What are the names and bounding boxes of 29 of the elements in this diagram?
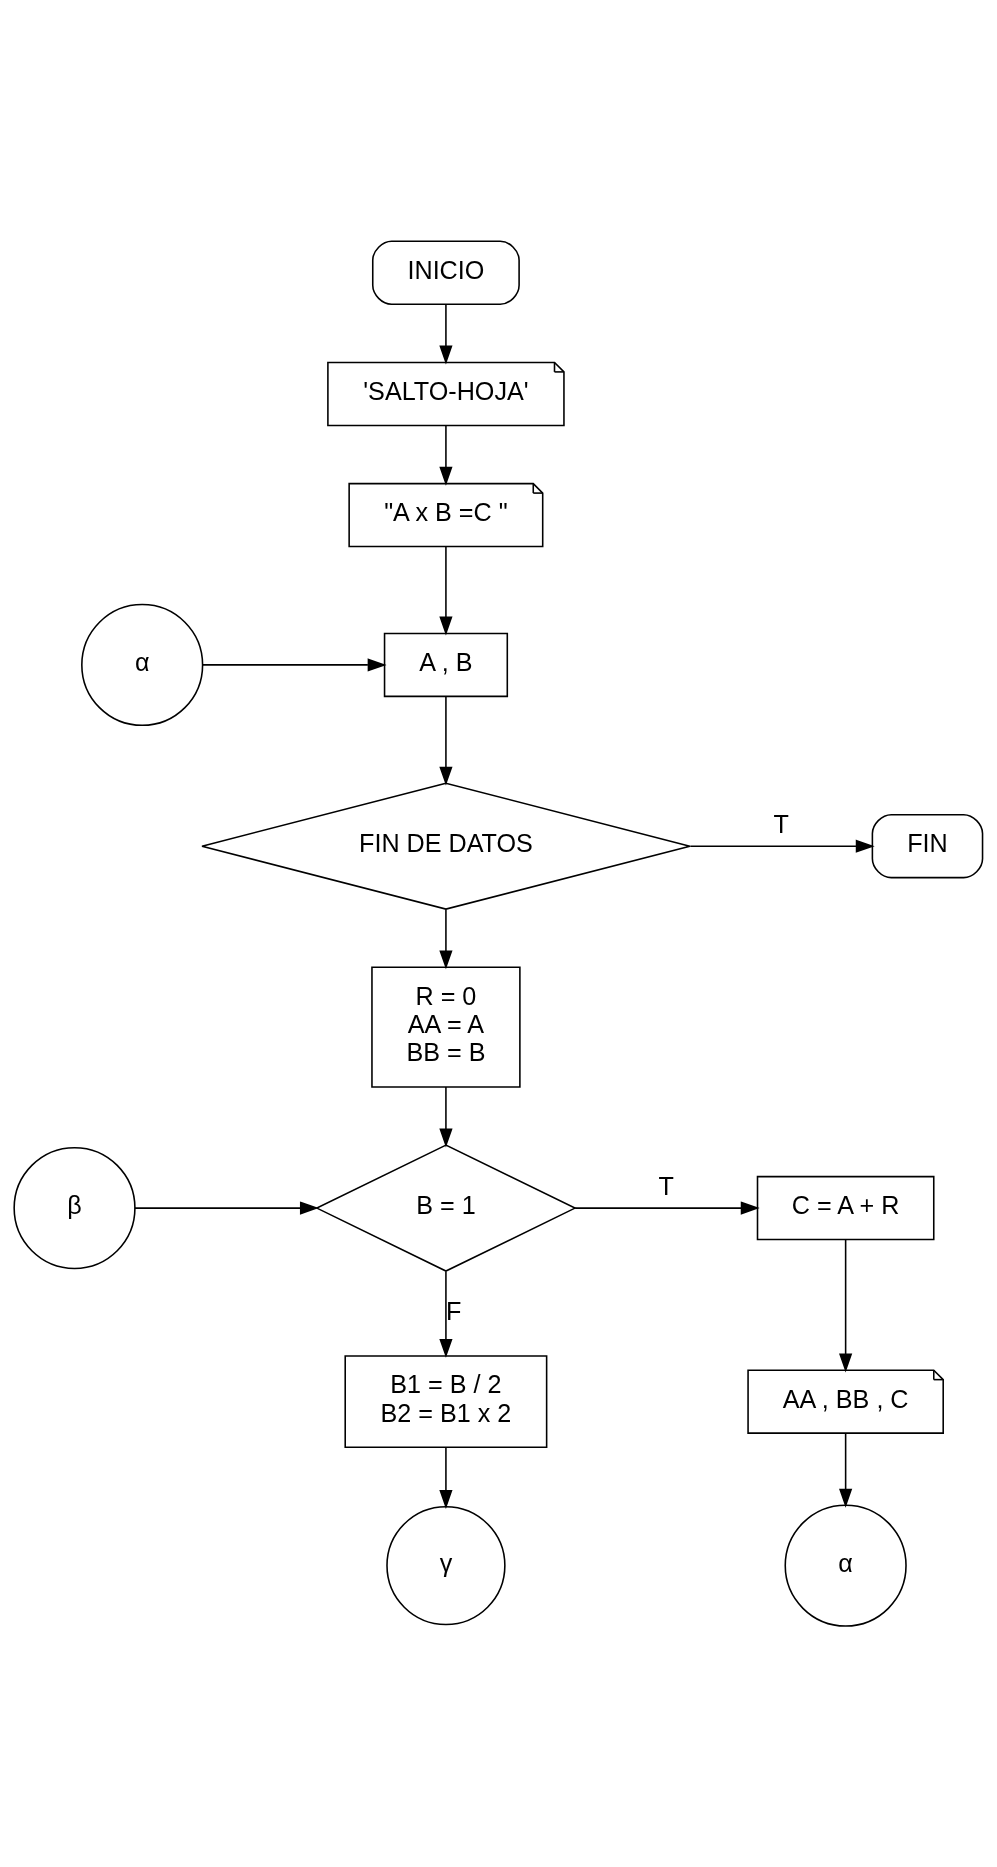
arrow (689, 839, 875, 853)
edge-label: F (446, 1296, 462, 1325)
node-diamond: FIN DE DATOS (201, 782, 691, 910)
node-box: R = 0 AA = A BB = B (371, 966, 521, 1088)
arrow (439, 695, 453, 786)
arrow (439, 1446, 453, 1509)
node-box: INICIO (371, 240, 520, 306)
node-circle: α (81, 603, 204, 727)
node-diamond: B = 1 (315, 1144, 577, 1272)
node-circle: β (13, 1146, 136, 1270)
arrow (439, 546, 453, 636)
arrow (439, 908, 453, 970)
node-circle: γ (386, 1505, 506, 1626)
arrow (439, 425, 453, 486)
arrow (439, 1086, 453, 1148)
node-box: C = A + R (756, 1175, 935, 1241)
arrow (574, 1201, 760, 1215)
node-circle: α (784, 1504, 907, 1627)
edge-label: T (773, 810, 789, 839)
node-box: FIN (871, 813, 984, 879)
node-box: A , B (383, 632, 509, 698)
arrow (839, 1239, 853, 1373)
arrow (439, 303, 453, 365)
arrow (839, 1432, 853, 1508)
arrow (439, 1270, 453, 1358)
edge-label: T (658, 1172, 674, 1201)
node-box: B1 = B / 2 B2 = B1 x 2 (344, 1355, 548, 1449)
arrow (201, 658, 387, 672)
arrow (133, 1201, 319, 1215)
